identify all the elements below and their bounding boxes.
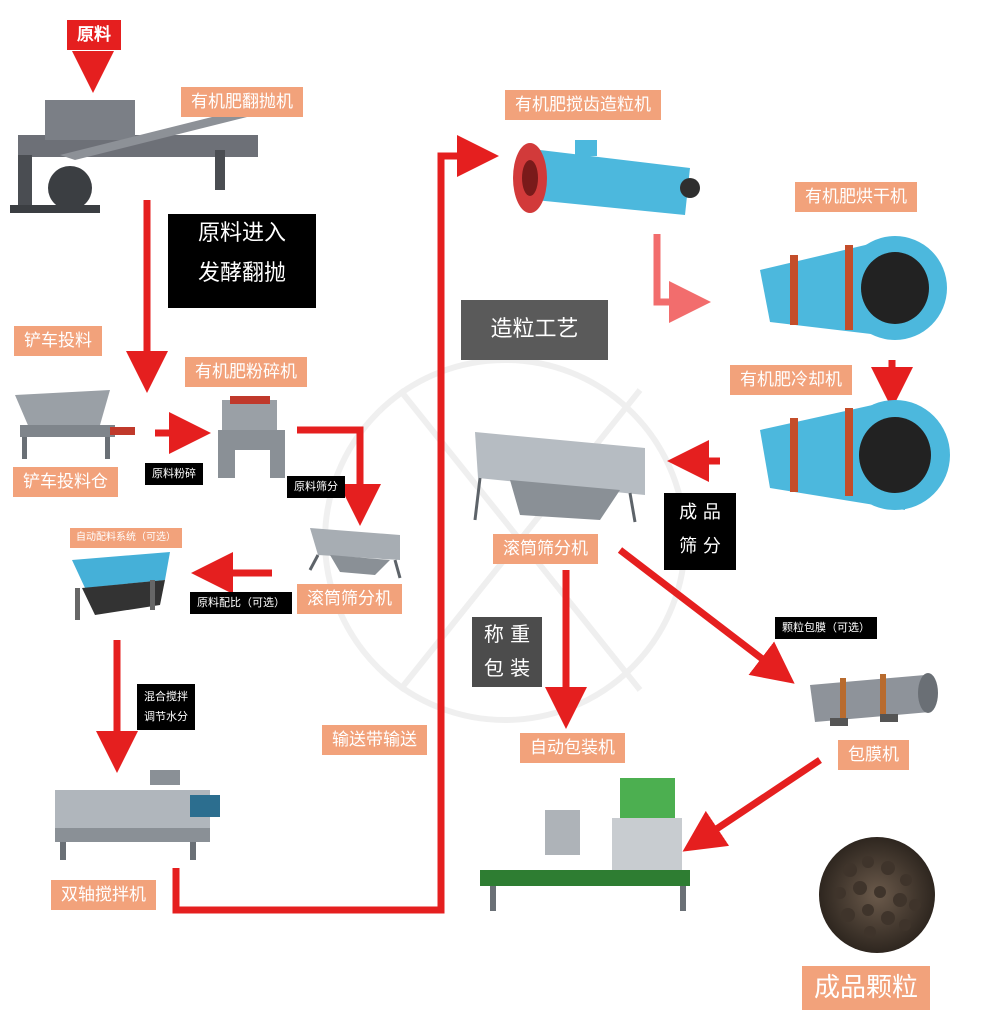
dryer-label: 有机肥烘干机 [795,182,917,212]
product-screen-note: 成 品 筛 分 [664,493,736,570]
ratio-note: 原料配比（可选） [190,592,292,614]
crush-note: 原料粉碎 [145,463,203,485]
feed-bin-machine [15,390,135,459]
coating-machine-graphic [810,673,938,726]
auto-packer-label: 自动包装机 [520,733,625,763]
mixer-label: 双轴搅拌机 [51,880,156,910]
auto-packer-machine [480,778,690,911]
turner-machine [10,100,258,213]
arrow-mixer-to-granulator [172,135,499,914]
flow-arrows [72,51,913,914]
cooler-machine [760,400,950,510]
arrow-granulator-to-dryer [653,234,711,323]
granulation-process-note: 造粒工艺 [461,300,608,360]
ferment-note: 原料进入 发酵翻抛 [168,214,316,308]
dryer-machine [760,236,947,340]
screen-note: 原料筛分 [287,476,345,498]
crusher-label: 有机肥粉碎机 [185,357,307,387]
granulator-machine [513,140,700,215]
forklift-feed-label: 铲车投料 [14,326,102,356]
feed-bin-label: 铲车投料仓 [13,467,118,497]
crusher-machine [218,396,285,478]
drum-screen-2-machine [473,432,645,523]
drum-screen-1-label: 滚筒筛分机 [297,584,402,614]
drum-screen-2-label: 滚筒筛分机 [493,534,598,564]
final-granules-label: 成品颗粒 [802,966,931,1010]
arrow-crusher-to-screen [297,426,381,526]
batching-label: 自动配料系统（可选） [70,528,182,548]
granulator-label: 有机肥搅齿造粒机 [505,90,661,120]
coating-optional-note: 颗粒包膜（可选） [775,617,877,639]
conveyor-label: 输送带输送 [322,725,427,755]
arrow-coating-to-packer [682,757,822,852]
arrow-screen2-to-coating [617,547,795,684]
mix-note: 混合搅拌 调节水分 [137,684,195,730]
drum-screen-1-machine [308,528,402,579]
cooler-label: 有机肥冷却机 [730,365,852,395]
final-granules-image [819,837,935,953]
mixer-machine [55,770,220,860]
coating-machine-label: 包膜机 [838,740,909,770]
batching-machine [72,552,170,620]
weigh-pack-note: 称 重 包 装 [472,617,542,687]
turner-label: 有机肥翻抛机 [181,87,303,117]
raw-material-label: 原料 [67,20,121,50]
